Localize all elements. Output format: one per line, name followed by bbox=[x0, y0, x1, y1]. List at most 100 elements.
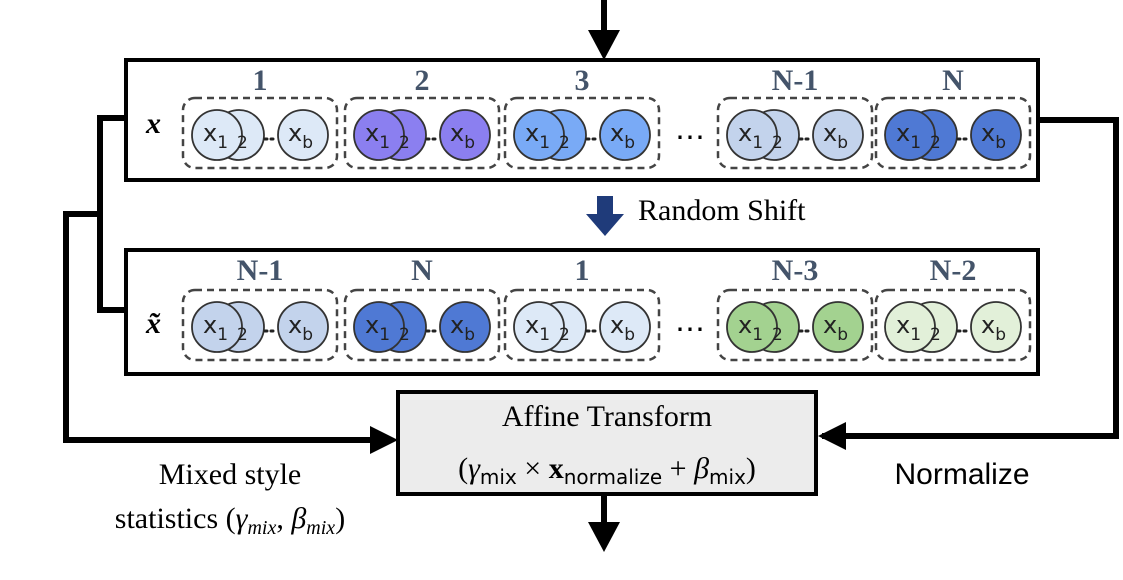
group-dashed-box bbox=[874, 288, 1032, 362]
sample-label-b: xb bbox=[450, 311, 475, 345]
sample-label-1: x1 bbox=[203, 311, 228, 345]
sample-circle-1 bbox=[726, 301, 778, 353]
sample-label-2: 2 bbox=[930, 133, 941, 153]
sample-circle-b bbox=[812, 301, 864, 353]
sample-circle-1 bbox=[191, 301, 243, 353]
sample-label-b: xb bbox=[981, 311, 1006, 345]
random-shift-label: Random Shift bbox=[638, 194, 806, 227]
group-dashed-box bbox=[343, 288, 501, 362]
sample-label-1: x1 bbox=[525, 119, 550, 153]
group-label: N-3 bbox=[772, 254, 819, 287]
sample-label-b: xb bbox=[610, 311, 635, 345]
sample-circle-b bbox=[439, 301, 491, 353]
sample-circle-b bbox=[970, 109, 1022, 161]
sample-label-2: 2 bbox=[559, 133, 570, 153]
sample-label-2: 2 bbox=[772, 133, 783, 153]
affine-title: Affine Transform bbox=[502, 400, 712, 433]
sample-label-2: 2 bbox=[237, 133, 248, 153]
sample-label-b: xb bbox=[288, 119, 313, 153]
group-dashed-box bbox=[343, 96, 501, 170]
affine-formula: (γmix × xnormalize + βmix) bbox=[458, 452, 756, 489]
sample-label-b: xb bbox=[981, 119, 1006, 153]
group-dashed-box bbox=[503, 96, 661, 170]
group-label: 3 bbox=[575, 64, 590, 97]
group-xtilde-1: N-1 x1 2 xb bbox=[181, 254, 339, 362]
group-label: N-2 bbox=[930, 254, 977, 287]
sample-circle-b bbox=[970, 301, 1022, 353]
group-dashed-box bbox=[716, 288, 874, 362]
group-x-1: 1 x1 2 xb bbox=[181, 64, 339, 170]
group-xtilde-4: N-3 x1 2 xb bbox=[716, 254, 874, 362]
sample-circle-1 bbox=[513, 109, 565, 161]
group-label: 1 bbox=[253, 64, 268, 97]
sample-label-1: x1 bbox=[738, 119, 763, 153]
sample-circle-b bbox=[439, 109, 491, 161]
sample-circle-1 bbox=[884, 301, 936, 353]
sample-label-1: x1 bbox=[203, 119, 228, 153]
sample-circle-b bbox=[599, 109, 651, 161]
group-label: N-1 bbox=[772, 64, 819, 97]
normalize-label: Normalize bbox=[894, 458, 1029, 491]
sample-label-1: x1 bbox=[365, 311, 390, 345]
sample-label-b: xb bbox=[288, 311, 313, 345]
sample-circle-b bbox=[599, 301, 651, 353]
group-label: 1 bbox=[575, 254, 590, 287]
group-label: N bbox=[411, 254, 433, 287]
group-dashed-box bbox=[181, 288, 339, 362]
left-connector bbox=[63, 115, 392, 443]
sample-label-b: xb bbox=[823, 119, 848, 153]
sample-circle-1 bbox=[884, 109, 936, 161]
ellipsis-x: ⋯ bbox=[675, 121, 705, 154]
sample-label-b: xb bbox=[823, 311, 848, 345]
sample-label-1: x1 bbox=[365, 119, 390, 153]
random-shift-arrow bbox=[586, 196, 624, 236]
sample-circle-b bbox=[277, 109, 329, 161]
row-x-var-label: x bbox=[145, 107, 161, 140]
sample-label-1: x1 bbox=[738, 311, 763, 345]
group-label: N-1 bbox=[237, 254, 284, 287]
group-label: 2 bbox=[415, 64, 430, 97]
sample-circle-1 bbox=[726, 109, 778, 161]
right-connector bbox=[822, 117, 1119, 439]
group-x-2: 2 x1 2 xb bbox=[343, 64, 501, 170]
group-dashed-box bbox=[503, 288, 661, 362]
group-dashed-box bbox=[181, 96, 339, 170]
group-dashed-box bbox=[874, 96, 1032, 170]
group-xtilde-5: N-2 x1 2 xb bbox=[874, 254, 1032, 362]
group-label: N bbox=[942, 64, 964, 97]
sample-label-2: 2 bbox=[930, 325, 941, 345]
left-connector-arrowhead bbox=[370, 426, 398, 454]
sample-circle-b bbox=[812, 109, 864, 161]
group-x-3: 3 x1 2 xb bbox=[503, 64, 661, 170]
sample-label-2: 2 bbox=[399, 325, 410, 345]
row-xtilde-var-label: x̃ bbox=[145, 307, 161, 340]
sample-label-2: 2 bbox=[399, 133, 410, 153]
sample-circle-1 bbox=[191, 109, 243, 161]
right-connector-arrowhead bbox=[818, 422, 846, 450]
sample-circle-1 bbox=[513, 301, 565, 353]
group-xtilde-3: 1 x1 2 xb bbox=[503, 254, 661, 362]
sample-circle-b bbox=[277, 301, 329, 353]
sample-label-2: 2 bbox=[559, 325, 570, 345]
sample-label-b: xb bbox=[450, 119, 475, 153]
affine-transform-box bbox=[396, 390, 818, 496]
group-x-4: N-1 x1 2 xb bbox=[716, 64, 874, 170]
group-x-5: Nx1 2 xb bbox=[874, 64, 1032, 170]
group-xtilde-2: Nx1 2 xb bbox=[343, 254, 501, 362]
sample-circle-1 bbox=[353, 301, 405, 353]
output-arrow bbox=[588, 494, 620, 552]
sample-label-2: 2 bbox=[237, 325, 248, 345]
input-arrow bbox=[588, 0, 620, 60]
sample-label-1: x1 bbox=[896, 311, 921, 345]
ellipsis-xtilde: ⋯ bbox=[675, 313, 705, 346]
sample-label-2: 2 bbox=[772, 325, 783, 345]
sample-label-1: x1 bbox=[896, 119, 921, 153]
sample-label-1: x1 bbox=[525, 311, 550, 345]
sample-circle-1 bbox=[353, 109, 405, 161]
mixed-style-label-line1: Mixed style bbox=[159, 458, 302, 491]
sample-label-b: xb bbox=[610, 119, 635, 153]
group-dashed-box bbox=[716, 96, 874, 170]
mixed-style-label-line2: statistics (γmix, βmix) bbox=[115, 502, 345, 539]
